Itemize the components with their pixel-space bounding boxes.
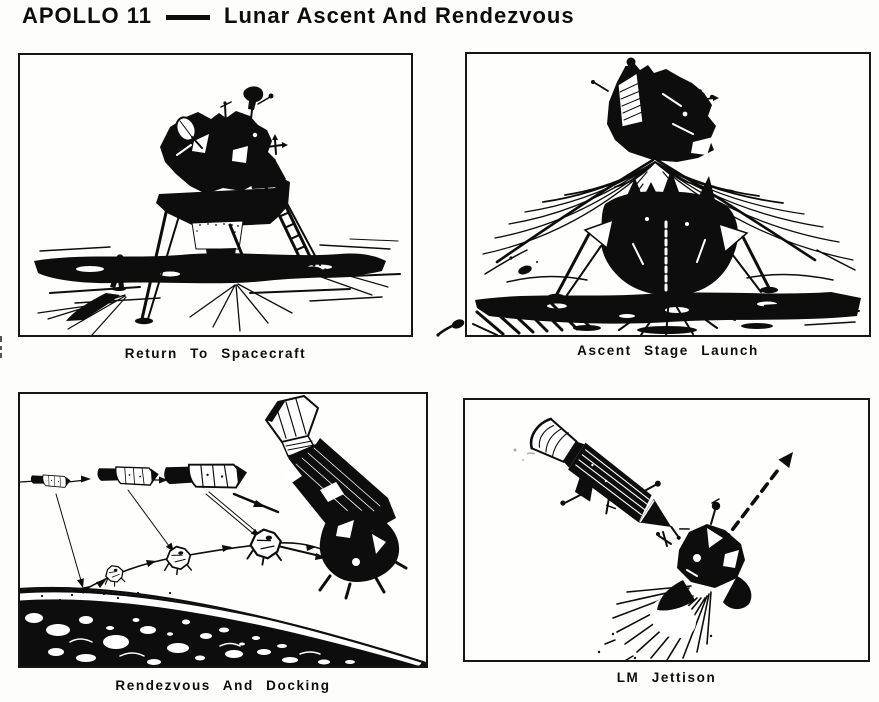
page-fold-mark — [0, 336, 2, 342]
panel-return-to-spacecraft — [18, 53, 413, 337]
rendezvous-and-docking-illustration — [20, 394, 426, 666]
caption-ascent-stage-launch: Ascent Stage Launch — [577, 343, 759, 358]
lm-position-1 — [100, 562, 127, 589]
csm-graphic — [529, 417, 690, 540]
title-subtitle: Lunar Ascent And Rendezvous — [224, 3, 575, 28]
crater-texture — [25, 613, 355, 665]
return-to-spacecraft-illustration — [34, 86, 401, 335]
title-dash — [166, 14, 211, 20]
lm-jettison-illustration — [513, 417, 793, 660]
lm-position-2 — [160, 543, 194, 577]
astronaut-graphic — [66, 254, 127, 321]
caption-return-to-spacecraft: Return To Spacecraft — [124, 346, 307, 361]
band-speckles — [28, 591, 172, 604]
dashed-trajectory-arrow — [721, 452, 793, 544]
csm-position-2 — [95, 457, 161, 495]
panel-lm-jettison — [463, 398, 870, 662]
caption-rendezvous-and-docking: Rendezvous And Docking — [115, 678, 331, 693]
ascent-stage-launch-illustration — [472, 57, 861, 335]
trajectory-lines-graphic — [20, 475, 327, 594]
landing-legs-graphic — [135, 169, 322, 325]
title-program: APOLLO 11 — [22, 3, 153, 28]
docked-csm-lm-graphic — [264, 394, 408, 600]
ink-smudge-artifact — [436, 319, 465, 337]
page-fold-mark — [0, 353, 2, 358]
caption-lm-jettison: LM Jettison — [616, 670, 717, 685]
ground-debris-graphic — [472, 256, 861, 335]
panel-rendezvous-and-docking — [18, 392, 428, 668]
csm-position-1 — [29, 469, 72, 493]
lm-position-3 — [243, 527, 284, 567]
moon-horizon-graphic — [20, 586, 426, 666]
ascent-stage-graphic — [591, 57, 719, 162]
lunar-module-graphic — [135, 86, 322, 325]
page-fold-mark — [0, 346, 2, 350]
panel-ascent-stage-launch — [465, 52, 871, 337]
scan-specks — [513, 448, 536, 461]
lm-ascent-stage-graphic — [597, 498, 752, 660]
exhaust-plume-graphic — [482, 158, 856, 283]
page-title: APOLLO 11 Lunar Ascent And Rendezvous — [22, 3, 575, 29]
